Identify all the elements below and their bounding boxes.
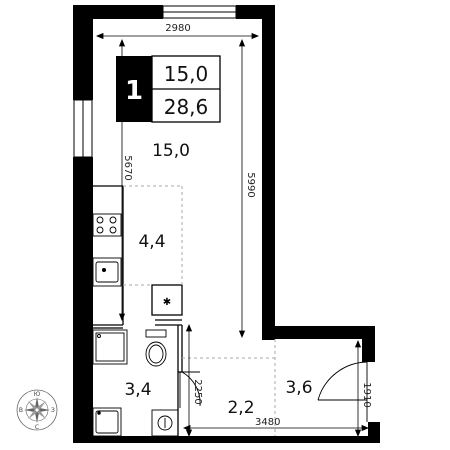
stove bbox=[92, 213, 122, 237]
room-area-hallway: 2,2 bbox=[227, 398, 254, 418]
wall-left-lower bbox=[73, 157, 93, 442]
dim-top-width: 2980 bbox=[165, 23, 190, 34]
badge-room-count: 1 bbox=[125, 76, 143, 106]
room-area-living: 15,0 bbox=[152, 141, 190, 161]
compass-east: В bbox=[19, 407, 23, 414]
badge-room-count-box bbox=[116, 56, 152, 122]
window-left bbox=[73, 99, 93, 158]
room-area-entrance: 3,6 bbox=[285, 378, 312, 398]
compass-north: С bbox=[35, 424, 39, 431]
svg-text:✱: ✱ bbox=[163, 297, 171, 308]
ventilation-shaft: ✱ bbox=[163, 297, 171, 308]
badge-living-area: 15,0 bbox=[164, 62, 209, 86]
window-top bbox=[162, 5, 237, 19]
wall-left-upper bbox=[73, 5, 93, 100]
info-badge: 1 15,0 28,6 bbox=[116, 55, 221, 123]
toilet bbox=[145, 329, 167, 367]
kitchen-sink bbox=[92, 257, 122, 287]
wall-top-left bbox=[73, 5, 163, 19]
room-area-kitchen: 4,4 bbox=[138, 232, 165, 252]
wall-right bbox=[262, 5, 275, 340]
compass-south: Ю bbox=[34, 391, 41, 398]
wall-step bbox=[262, 326, 375, 339]
badge-total-area: 28,6 bbox=[164, 95, 209, 119]
entrance-door bbox=[317, 361, 368, 422]
compass-west: З bbox=[51, 407, 55, 414]
shower-tray bbox=[92, 329, 128, 365]
walls bbox=[73, 5, 380, 443]
wall-bottom bbox=[73, 436, 380, 443]
bathroom-door bbox=[179, 371, 201, 408]
washing-machine bbox=[151, 409, 179, 437]
bathroom-sink bbox=[92, 407, 122, 437]
dashed-lines bbox=[123, 185, 276, 436]
dim-hall-height: 2250 bbox=[192, 379, 203, 404]
compass-icon: Ю С В З bbox=[16, 389, 58, 431]
dim-bottom-width: 3480 bbox=[255, 417, 280, 428]
dim-left-height: 5670 bbox=[122, 155, 133, 180]
room-area-bathroom: 3,4 bbox=[124, 380, 151, 400]
wall-entrance-right-upper bbox=[362, 326, 375, 362]
dim-entrance-height: 1910 bbox=[361, 382, 372, 407]
dim-living-height: 5990 bbox=[245, 172, 256, 197]
